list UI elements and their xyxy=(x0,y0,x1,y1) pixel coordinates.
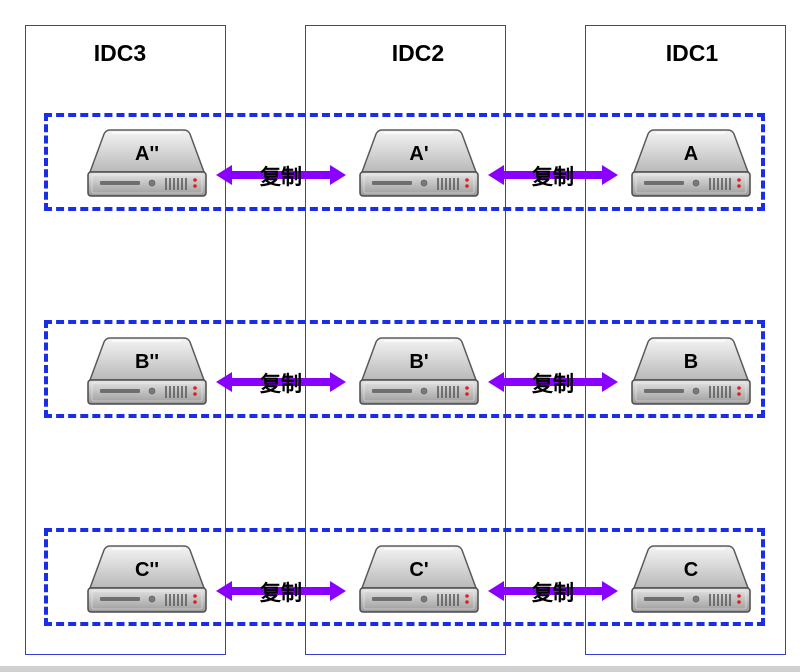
server-a-idc2: A' xyxy=(354,122,484,202)
replication-label: 复制 xyxy=(260,582,302,605)
row-b-group xyxy=(44,320,765,418)
replication-arrow: 复制 xyxy=(488,581,618,605)
replication-arrow: 复制 xyxy=(216,372,346,396)
replication-arrow: 复制 xyxy=(216,165,346,189)
idc3-column xyxy=(25,25,226,655)
replication-label: 复制 xyxy=(532,373,574,396)
replication-label: 复制 xyxy=(260,373,302,396)
replication-arrow: 复制 xyxy=(216,581,346,605)
idc2-title: IDC2 xyxy=(391,40,445,66)
replication-label: 复制 xyxy=(532,166,574,189)
bottom-scrollbar-edge xyxy=(0,666,800,672)
idc1-title: IDC1 xyxy=(665,40,719,66)
idc2-column xyxy=(305,25,506,655)
server-label: C'' xyxy=(135,559,159,581)
idc1-column xyxy=(585,25,786,655)
server-a-idc3: A'' xyxy=(82,122,212,202)
server-b-idc2: B' xyxy=(354,330,484,410)
server-c-idc2: C' xyxy=(354,538,484,618)
replication-arrow: 复制 xyxy=(488,165,618,189)
replication-label: 复制 xyxy=(532,582,574,605)
server-b-idc1: B xyxy=(626,330,756,410)
server-c-idc3: C'' xyxy=(82,538,212,618)
idc3-title: IDC3 xyxy=(93,40,147,66)
server-label: C' xyxy=(409,559,429,581)
replication-arrow: 复制 xyxy=(488,372,618,396)
server-label: B xyxy=(683,351,699,373)
server-label: A' xyxy=(409,143,429,165)
server-b-idc3: B'' xyxy=(82,330,212,410)
server-label: A'' xyxy=(135,143,159,165)
server-label: B'' xyxy=(135,351,159,373)
server-label: A xyxy=(683,143,699,165)
server-c-idc1: C xyxy=(626,538,756,618)
row-a-group xyxy=(44,113,765,211)
server-label: B' xyxy=(409,351,429,373)
server-a-idc1: A xyxy=(626,122,756,202)
server-label: C xyxy=(683,559,699,581)
replication-label: 复制 xyxy=(260,166,302,189)
row-c-group xyxy=(44,528,765,626)
